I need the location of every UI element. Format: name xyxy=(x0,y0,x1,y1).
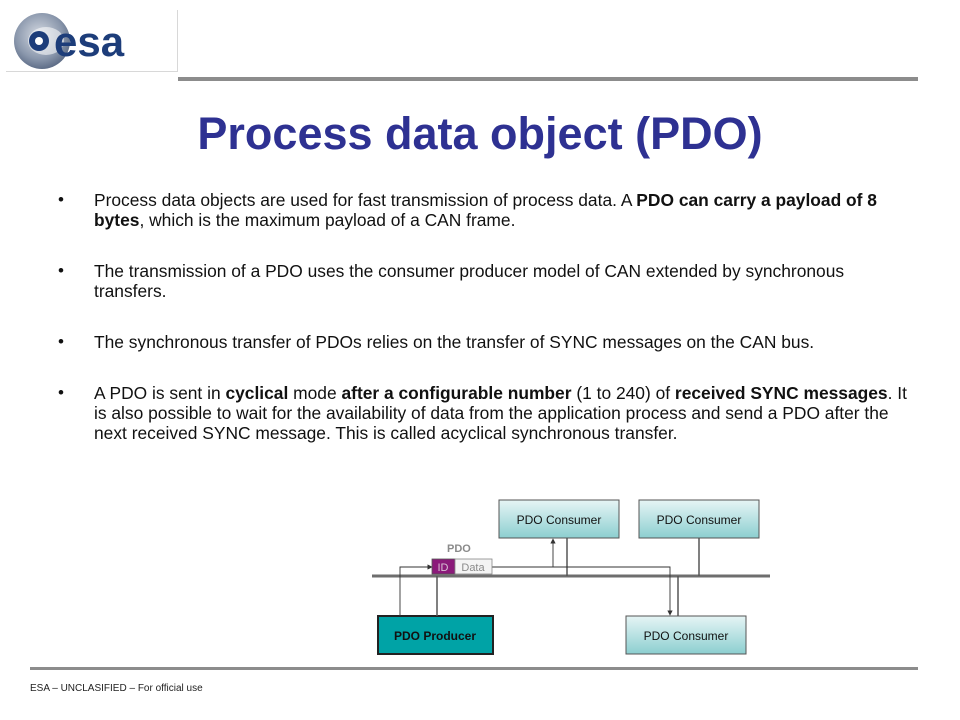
producer-to-frame-arrow xyxy=(399,564,433,616)
bullet-text: Process data objects are used for fast t… xyxy=(94,190,637,210)
bullet-text: The synchronous transfer of PDOs relies … xyxy=(94,332,815,352)
footer-rule xyxy=(30,667,918,670)
bullet-text: (1 to 240) of xyxy=(571,383,675,403)
pdo-data-field xyxy=(454,558,493,575)
pdo-diagram: PDO Consumer PDO Consumer PDO Consumer P… xyxy=(372,499,770,655)
page-title: Process data object (PDO) xyxy=(197,108,763,159)
pdo-producer-label: PDO Producer xyxy=(394,629,476,643)
bullet-text: A PDO is sent in xyxy=(94,383,226,403)
pdo-producer-box xyxy=(377,615,494,655)
pdo-consumer-bottom-box xyxy=(625,615,747,655)
frame-to-bottom-consumer-arrow xyxy=(553,566,673,616)
pdo-consumer-bottom-label: PDO Consumer xyxy=(644,629,729,643)
bullet-text-bold: cyclical xyxy=(225,383,289,403)
bullet-text: The transmission of a PDO uses the consu… xyxy=(94,261,845,301)
bullet-text: mode xyxy=(288,383,342,403)
bullet-item: The synchronous transfer of PDOs relies … xyxy=(58,332,908,352)
header-rule xyxy=(178,77,918,81)
pdo-id-label: ID xyxy=(438,562,449,574)
bullet-text-bold: PDO can carry a payload of 8 bytes xyxy=(94,190,877,230)
pdo-consumer-top-left-box xyxy=(498,499,620,539)
bullet-text-bold: received SYNC messages xyxy=(674,383,888,403)
esa-logo: esa xyxy=(6,10,178,72)
pdo-data-label: Data xyxy=(461,562,485,574)
bullet-text: , which is the maximum payload of a CAN … xyxy=(139,210,516,230)
pdo-frame-label: PDO xyxy=(447,543,471,555)
bullet-item: Process data objects are used for fast t… xyxy=(58,190,908,230)
pdo-consumer-top-left-label: PDO Consumer xyxy=(517,513,602,527)
pdo-consumer-top-right-label: PDO Consumer xyxy=(657,513,742,527)
footer-classification: ESA – UNCLASIFIED – For official use xyxy=(30,683,203,694)
logo-text: esa xyxy=(54,18,125,65)
bullet-item: The transmission of a PDO uses the consu… xyxy=(58,261,908,301)
bullet-list: Process data objects are used for fast t… xyxy=(58,190,908,443)
frame-to-top-consumer-arrow xyxy=(492,538,556,568)
bullet-text: . It is also possible to wait for the av… xyxy=(94,383,907,443)
bullet-text-bold: after a configurable number xyxy=(341,383,572,403)
bullet-item: A PDO is sent in cyclical mode after a c… xyxy=(58,383,908,443)
